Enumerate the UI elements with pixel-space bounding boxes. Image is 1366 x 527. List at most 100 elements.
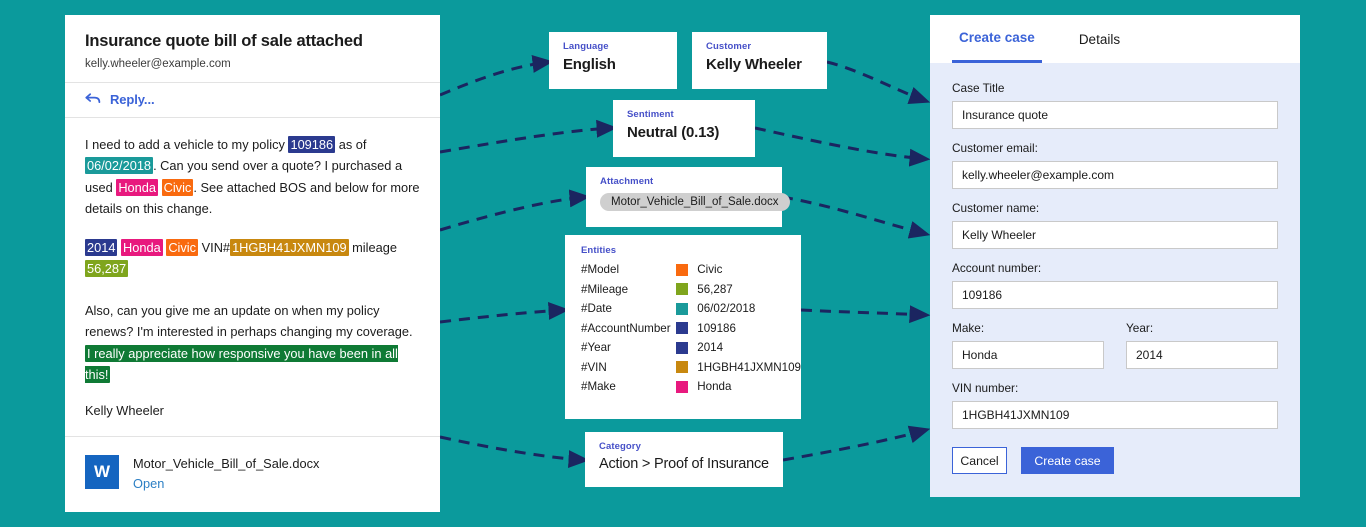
text-run: . Can you send over a quote? I purchased… — [85, 158, 403, 195]
create-case-panel: Create case Details Case Title Insurance… — [930, 15, 1300, 497]
text-run: I need to add a vehicle to my policy — [85, 136, 289, 152]
tab-create-case[interactable]: Create case — [952, 15, 1042, 63]
email-paragraph-1: I need to add a vehicle to my policy 109… — [85, 134, 420, 220]
label-customer-email: Customer email: — [952, 141, 1038, 155]
email-footer: W Motor_Vehicle_Bill_of_Sale.docx Open — [65, 436, 440, 512]
attachment-row[interactable]: W Motor_Vehicle_Bill_of_Sale.docx Open — [65, 437, 440, 512]
tab-bar: Create case Details — [930, 15, 1300, 63]
input-make[interactable]: Honda — [952, 341, 1104, 369]
make-year-row: Make: Honda Year: 2014 — [952, 321, 1278, 381]
insight-card-language: Language English — [549, 32, 677, 89]
input-account-number[interactable]: 109186 — [952, 281, 1278, 309]
divider — [65, 436, 440, 437]
card-label: Category — [599, 441, 641, 452]
entity-value: Honda — [697, 380, 732, 393]
entity-row: #Year 2014 — [581, 341, 801, 361]
entity-highlight-model: Civic — [161, 178, 194, 196]
create-case-button[interactable]: Create case — [1021, 447, 1114, 474]
entity-row: #Make Honda — [581, 380, 801, 400]
entity-color-swatch — [676, 361, 697, 381]
input-customer-email[interactable]: kelly.wheeler@example.com — [952, 161, 1278, 189]
email-paragraph-3: Also, can you give me an update on when … — [85, 300, 420, 386]
entity-value: 1HGBH41JXMN109 — [697, 360, 801, 374]
text-run: . See attached BOS and below for more de… — [85, 179, 420, 217]
cancel-button[interactable]: Cancel — [952, 447, 1007, 474]
email-paragraph-2: 2014 Honda Civic VIN#1HGBH41JXMN109 mile… — [85, 237, 420, 280]
text-run: mileage — [348, 239, 397, 255]
entity-value: 109186 — [697, 321, 736, 335]
entity-key: #Mileage — [581, 282, 629, 296]
entity-highlight-account-number: 109186 — [288, 135, 336, 153]
entity-key: #Model — [581, 263, 620, 276]
entity-key: #Make — [581, 380, 616, 393]
entity-color-swatch — [676, 341, 697, 361]
swatch-icon — [676, 322, 689, 335]
card-label: Attachment — [600, 176, 654, 187]
swatch-icon — [676, 380, 689, 393]
entity-key: #AccountNumber — [581, 321, 671, 335]
label-account-number: Account number: — [952, 261, 1042, 275]
make-group: Make: Honda — [952, 321, 1104, 381]
input-customer-name[interactable]: Kelly Wheeler — [952, 221, 1278, 249]
insight-card-sentiment: Sentiment Neutral (0.13) — [613, 100, 755, 157]
entity-highlight-make: Honda — [116, 178, 159, 196]
reply-label: Reply... — [110, 91, 155, 107]
entity-key: #Date — [581, 302, 612, 315]
label-customer-name: Customer name: — [952, 201, 1040, 215]
year-group: Year: 2014 — [1126, 321, 1278, 381]
label-case-title: Case Title — [952, 81, 1005, 95]
card-label: Sentiment — [627, 109, 674, 120]
entity-highlight-year: 2014 — [85, 238, 118, 256]
text-run: as of — [335, 136, 367, 152]
divider — [65, 81, 440, 83]
entity-highlight-model: Civic — [166, 238, 199, 256]
insight-card-category: Category Action > Proof of Insurance — [585, 432, 783, 487]
email-header: Insurance quote bill of sale attached ke… — [65, 15, 440, 82]
swatch-icon — [676, 361, 689, 374]
text-run: VIN# — [198, 239, 231, 255]
card-value: Neutral (0.13) — [627, 124, 720, 141]
card-value: English — [563, 56, 616, 73]
card-value: Kelly Wheeler — [706, 56, 802, 73]
attachment-info: Motor_Vehicle_Bill_of_Sale.docx Open — [133, 455, 319, 492]
entity-key: #VIN — [581, 360, 607, 374]
email-body: I need to add a vehicle to my policy 109… — [65, 118, 440, 436]
reply-arrow-icon — [85, 92, 101, 103]
swatch-icon — [676, 263, 689, 276]
insight-card-attachment: Attachment Motor_Vehicle_Bill_of_Sale.do… — [586, 167, 790, 227]
tab-details[interactable]: Details — [1078, 31, 1121, 47]
entity-color-swatch — [676, 302, 697, 322]
entity-row: #VIN 1HGBH41JXMN109 — [581, 361, 801, 381]
entity-value: 2014 — [697, 341, 724, 354]
entity-highlight-mileage: 56,287 — [85, 260, 129, 278]
case-form: Case Title Insurance quote Customer emai… — [930, 63, 1300, 474]
entity-key: #Year — [581, 341, 611, 354]
form-actions: Cancel Create case — [952, 447, 1278, 474]
swatch-icon — [676, 283, 689, 296]
attachment-open-link[interactable]: Open — [133, 476, 165, 491]
entity-highlight-make: Honda — [121, 238, 163, 256]
entity-row: #Date 06/02/2018 — [581, 302, 801, 322]
card-label: Language — [563, 41, 609, 52]
email-subject: Insurance quote bill of sale attached — [85, 32, 363, 50]
word-document-icon: W — [85, 455, 119, 489]
input-vin-number[interactable]: 1HGBH41JXMN109 — [952, 401, 1278, 429]
label-vin-number: VIN number: — [952, 381, 1019, 395]
input-case-title[interactable]: Insurance quote — [952, 101, 1278, 129]
reply-button[interactable]: Reply... — [65, 83, 440, 117]
email-sender-address: kelly.wheeler@example.com — [85, 57, 231, 70]
entity-highlight-vin: 1HGBH41JXMN109 — [230, 238, 349, 256]
entity-color-swatch — [676, 263, 697, 283]
attachment-chip[interactable]: Motor_Vehicle_Bill_of_Sale.docx — [600, 193, 790, 211]
swatch-icon — [676, 341, 689, 354]
label-year: Year: — [1126, 321, 1154, 335]
attachment-filename: Motor_Vehicle_Bill_of_Sale.docx — [133, 456, 320, 471]
email-signature: Kelly Wheeler — [85, 402, 164, 418]
entity-value: Civic — [697, 263, 723, 276]
card-label: Entities — [581, 245, 617, 256]
input-year[interactable]: 2014 — [1126, 341, 1278, 369]
insight-card-customer: Customer Kelly Wheeler — [692, 32, 827, 89]
entity-value: 06/02/2018 — [697, 302, 756, 315]
